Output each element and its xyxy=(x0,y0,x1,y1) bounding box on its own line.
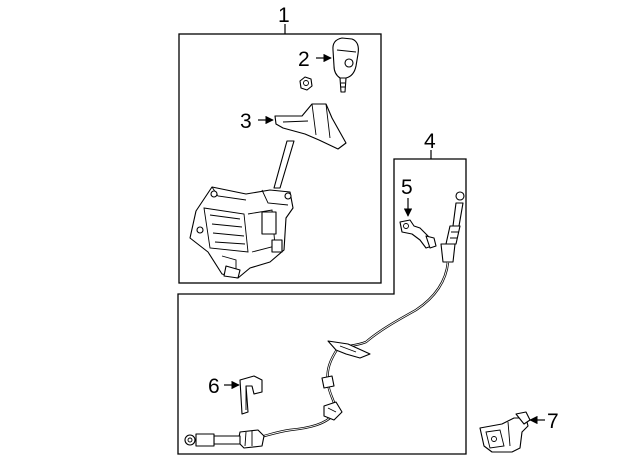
shifter-housing xyxy=(189,186,294,279)
shift-knob xyxy=(332,37,359,93)
shift-cable xyxy=(184,191,465,449)
callout-5: 5 xyxy=(401,176,413,199)
mounting-bracket xyxy=(479,411,531,453)
group-4-cable-assembly: 4 5 xyxy=(177,130,467,455)
callout-3: 3 xyxy=(240,110,252,133)
cable-bracket xyxy=(399,219,437,249)
knob-nut xyxy=(299,76,313,91)
callout-1: 1 xyxy=(278,4,290,27)
shift-boot xyxy=(274,103,347,150)
group-1-frame xyxy=(178,33,382,284)
shift-lever xyxy=(273,140,295,189)
callout-4: 4 xyxy=(424,130,436,153)
group-1-shifter-assembly: 1 2 3 xyxy=(178,4,382,284)
callout-7: 7 xyxy=(547,410,559,433)
callout-6: 6 xyxy=(208,375,220,398)
callout-2: 2 xyxy=(298,48,310,71)
group-4-frame xyxy=(177,158,467,455)
cable-clip xyxy=(239,375,263,415)
